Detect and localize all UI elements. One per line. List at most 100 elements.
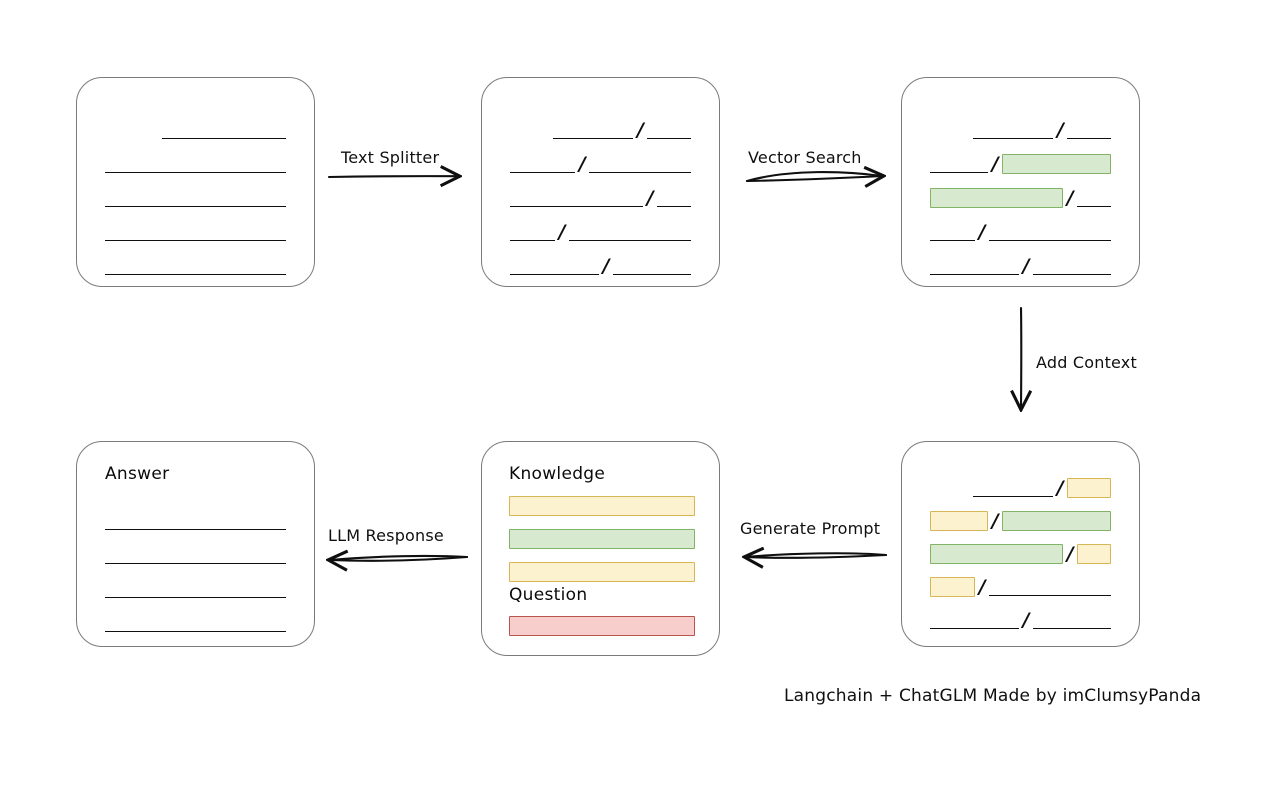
- answer-heading: Answer: [105, 464, 170, 484]
- arrow-vector-search: [745, 172, 882, 181]
- text-line-row: /: [510, 255, 691, 277]
- text-line-segment: [105, 612, 286, 634]
- highlight-segment-green: [1002, 511, 1111, 531]
- text-line-segment: [105, 544, 286, 566]
- text-line-segment: [105, 255, 286, 277]
- context-chunks-rows: / / / / /: [902, 442, 1139, 646]
- text-line-segment: [105, 510, 286, 532]
- chunk-separator-slash: /: [1022, 255, 1030, 277]
- text-line-segment: [510, 153, 576, 175]
- source-document-rows: [77, 78, 314, 286]
- text-line-row: /: [510, 153, 691, 175]
- highlight-segment-yellow: [1067, 478, 1111, 498]
- highlight-segment-yellow: [930, 511, 989, 531]
- text-line-row: [105, 510, 286, 532]
- text-line-segment: [973, 119, 1054, 141]
- arrow-llm-response: [330, 556, 469, 561]
- text-line-row: /: [930, 477, 1111, 499]
- text-line-segment: [930, 255, 1020, 277]
- split-chunks-rows: / / / / /: [482, 78, 719, 286]
- edge-label-llm-response: LLM Response: [328, 526, 444, 545]
- text-line-segment: [930, 609, 1020, 631]
- text-line-row: [105, 221, 286, 243]
- edge-label-add-context: Add Context: [1036, 353, 1137, 372]
- node-split-chunks[interactable]: / / / / /: [481, 77, 720, 287]
- text-line-row: /: [510, 187, 691, 209]
- arrow-generate-prompt: [746, 553, 888, 558]
- edge-label-generate-prompt: Generate Prompt: [740, 519, 881, 538]
- chunk-separator-slash: /: [1056, 477, 1064, 499]
- text-line-segment: [1067, 119, 1111, 141]
- text-line-segment: [647, 119, 691, 141]
- chunk-separator-slash: /: [1057, 119, 1064, 141]
- text-line-row: [105, 578, 286, 600]
- chunk-separator-slash: /: [602, 255, 610, 277]
- text-line-row: /: [930, 153, 1111, 175]
- chunk-separator-slash: /: [1066, 187, 1074, 209]
- text-line-row: /: [930, 543, 1111, 565]
- question-heading: Question: [509, 585, 588, 605]
- text-line-segment: [989, 576, 1111, 598]
- text-line-row: /: [930, 609, 1111, 631]
- text-line-segment: [569, 221, 691, 243]
- text-line-segment: [1033, 255, 1111, 277]
- chunk-separator-slash: /: [978, 221, 986, 243]
- text-line-row: [105, 544, 286, 566]
- text-line-row: /: [930, 221, 1111, 243]
- arrow-text-splitter: [327, 176, 458, 177]
- text-line-row: [105, 119, 286, 141]
- answer-rows: [77, 442, 314, 646]
- chunk-separator-slash: /: [578, 153, 586, 175]
- highlight-segment-green: [930, 544, 1064, 564]
- chunk-separator-slash: /: [978, 576, 986, 598]
- text-line-segment: [510, 187, 644, 209]
- chunk-separator-slash: /: [558, 221, 566, 243]
- text-line-row: [105, 612, 286, 634]
- text-line-row: /: [930, 119, 1111, 141]
- footer-caption: Langchain + ChatGLM Made by imClumsyPand…: [784, 686, 1202, 706]
- text-line-row: /: [510, 221, 691, 243]
- text-line-segment: [553, 119, 634, 141]
- text-line-row: [105, 153, 286, 175]
- text-line-segment: [105, 578, 286, 600]
- text-line-row: [105, 187, 286, 209]
- highlight-segment-yellow: [1077, 544, 1111, 564]
- knowledge-bar-green: [509, 529, 695, 549]
- chunk-separator-slash: /: [991, 153, 999, 175]
- text-line-segment: [989, 221, 1111, 243]
- node-source-document[interactable]: [76, 77, 315, 287]
- text-line-segment: [1077, 187, 1111, 209]
- text-line-row: /: [930, 510, 1111, 532]
- text-line-segment: [162, 119, 286, 141]
- node-prompt[interactable]: Knowledge Question: [481, 441, 720, 656]
- text-line-segment: [1033, 609, 1111, 631]
- text-line-segment: [930, 153, 989, 175]
- text-line-row: [105, 255, 286, 277]
- chunk-separator-slash: /: [991, 510, 999, 532]
- text-line-segment: [973, 477, 1054, 499]
- question-bar-red: [509, 616, 695, 636]
- node-answer[interactable]: Answer: [76, 441, 315, 647]
- text-line-segment: [657, 187, 691, 209]
- edge-label-text-splitter: Text Splitter: [341, 148, 440, 167]
- text-line-segment: [510, 255, 600, 277]
- text-line-row: /: [930, 255, 1111, 277]
- chunk-separator-slash: /: [646, 187, 654, 209]
- knowledge-bar-yellow: [509, 562, 695, 582]
- text-line-row: /: [510, 119, 691, 141]
- knowledge-bar-yellow: [509, 496, 695, 516]
- text-line-segment: [510, 221, 556, 243]
- highlight-segment-green: [1002, 154, 1111, 174]
- highlight-segment-green: [930, 188, 1064, 208]
- knowledge-heading: Knowledge: [509, 464, 606, 484]
- chunk-separator-slash: /: [1066, 543, 1074, 565]
- text-line-segment: [105, 221, 286, 243]
- chunk-separator-slash: /: [637, 119, 644, 141]
- node-context-chunks[interactable]: / / / / /: [901, 441, 1140, 647]
- node-vector-matches[interactable]: / / / / /: [901, 77, 1140, 287]
- chunk-separator-slash: /: [1022, 609, 1030, 631]
- text-line-segment: [105, 187, 286, 209]
- text-line-segment: [930, 221, 976, 243]
- edge-label-vector-search: Vector Search: [748, 148, 862, 167]
